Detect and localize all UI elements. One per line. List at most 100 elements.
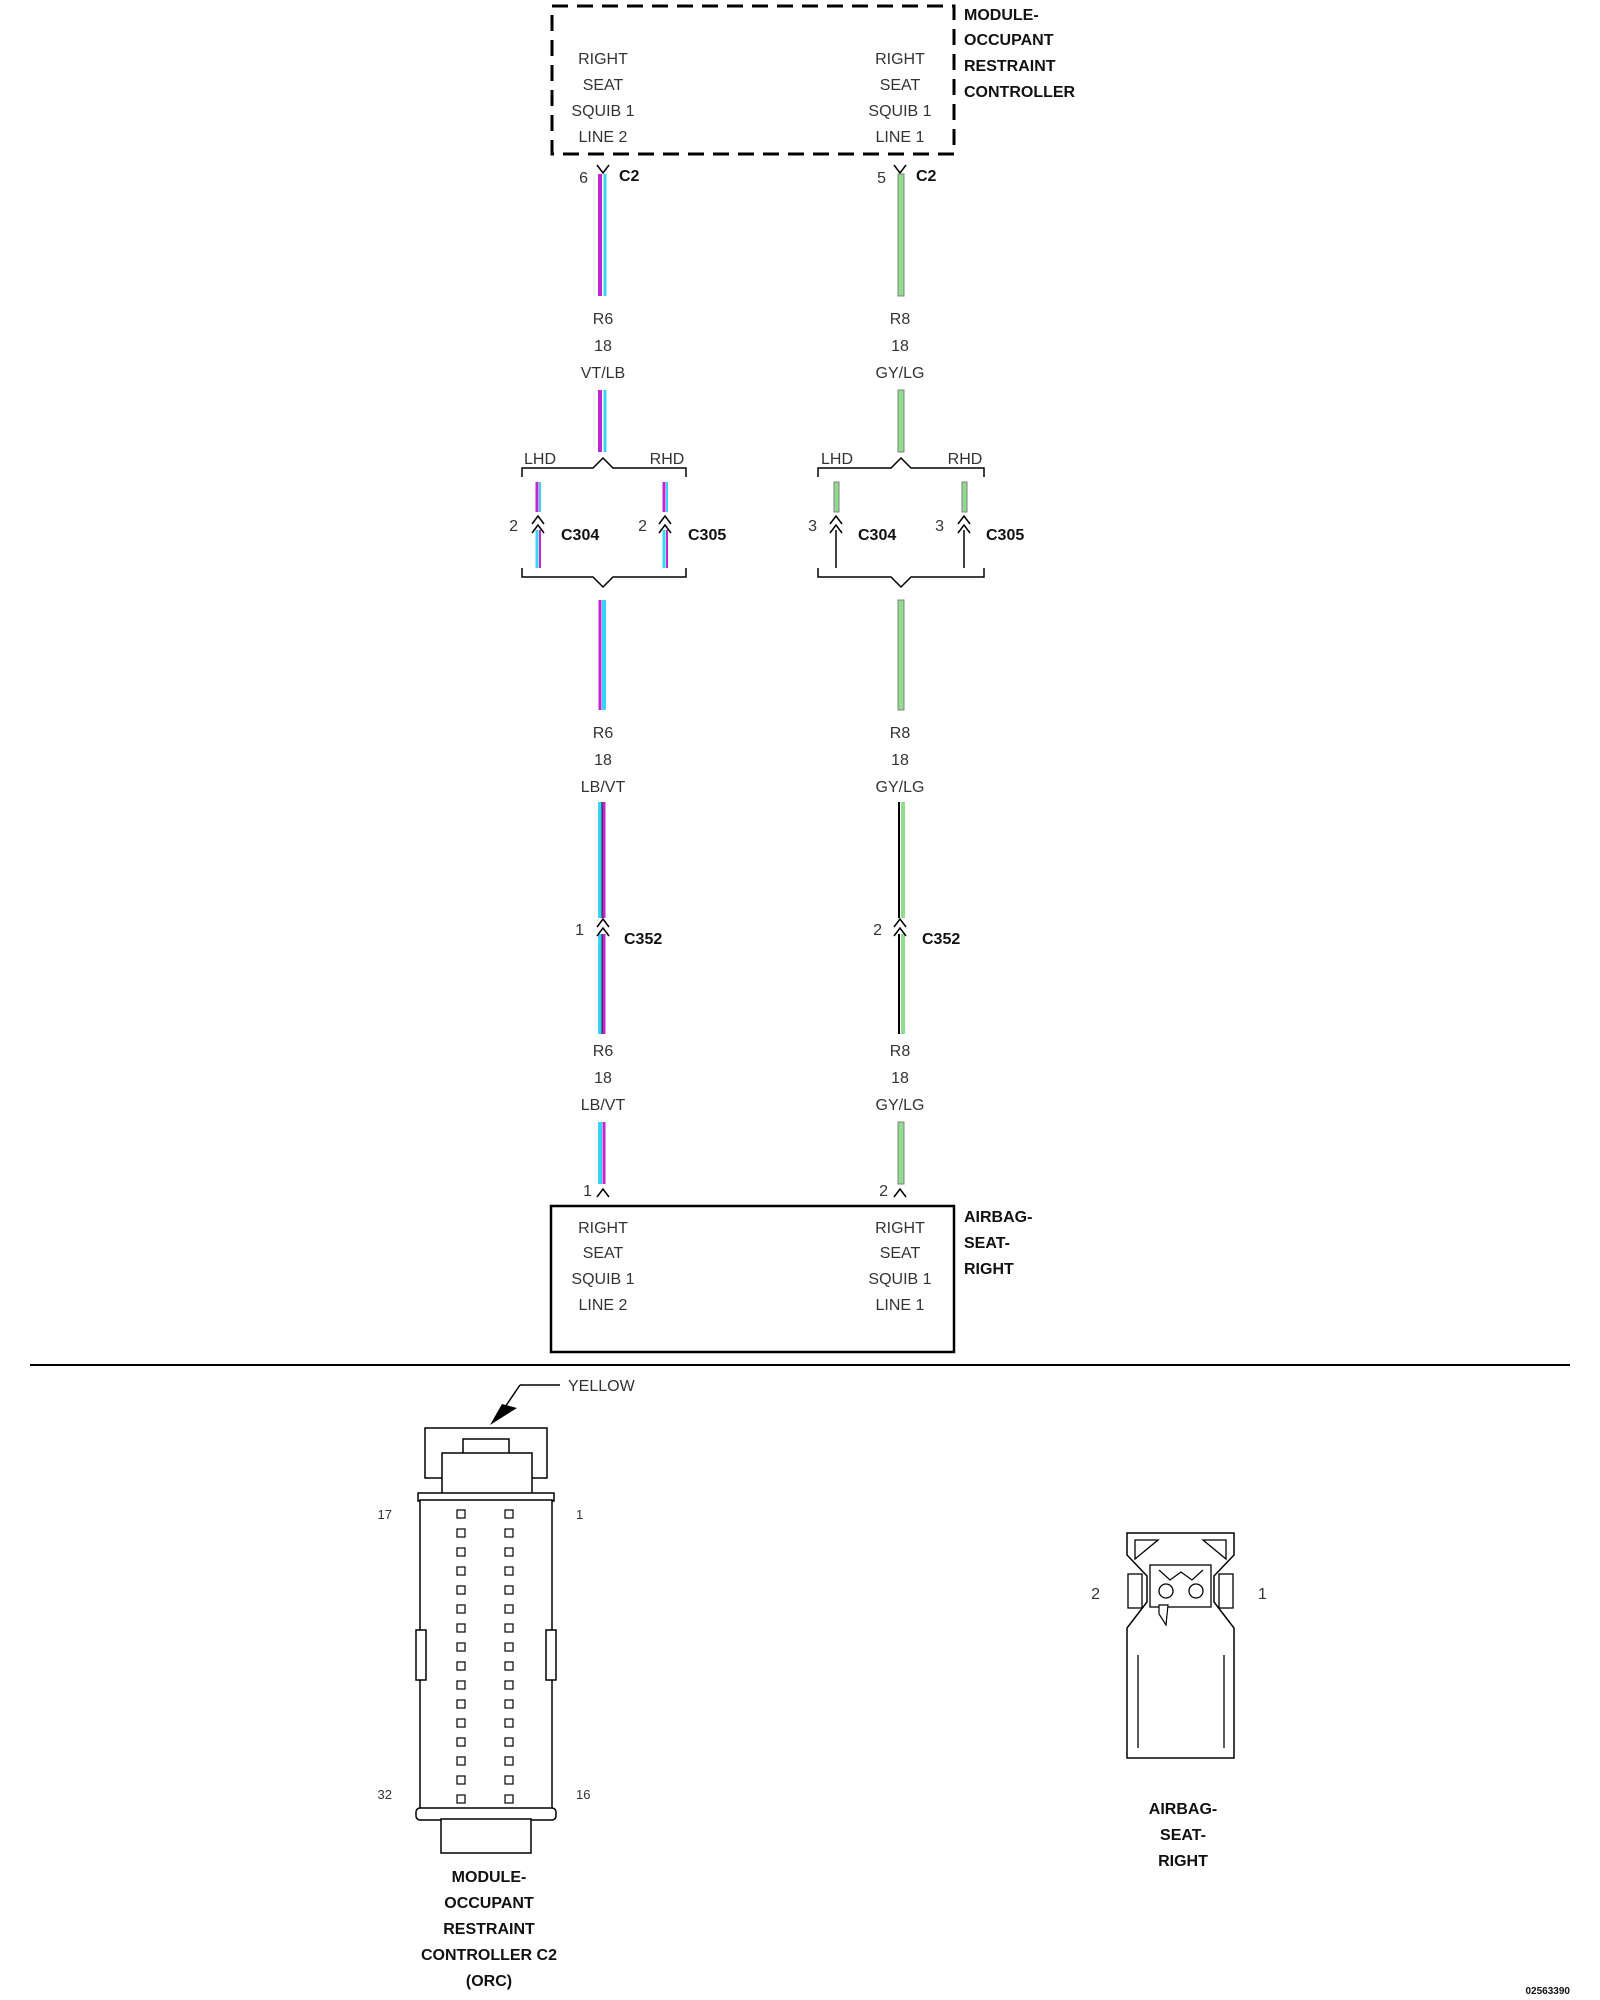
c304-right-pin-symbol [829, 515, 843, 525]
c2-right-pin-number: 5 [877, 170, 886, 187]
orc-pin-cavities [456, 1509, 514, 1804]
orc-pin-32-label: 32 [378, 1787, 392, 1802]
orc-title-2: OCCUPANT [964, 32, 1054, 49]
orc-pin-cavity [456, 1775, 466, 1785]
wire-label-right-upper-circuit: R8 [890, 311, 911, 328]
orc-pin-cavity [504, 1604, 514, 1614]
right-top-brace [817, 456, 985, 477]
c305-left-label: C305 [688, 527, 726, 544]
orc-caption-3: RESTRAINT [443, 1921, 535, 1938]
airbag-left-func-1: RIGHT [578, 1220, 628, 1237]
orc-left-func-2: SEAT [583, 77, 624, 94]
airbag-connector-pin-1-label: 1 [1258, 1586, 1267, 1603]
wire-label-right-lower-color: GY/LG [876, 1097, 925, 1114]
airbag-title-2: SEAT- [964, 1235, 1010, 1252]
orc-right-func-1: RIGHT [875, 51, 925, 68]
orc-caption-1: MODULE- [452, 1869, 527, 1886]
orc-pin-cavity [456, 1509, 466, 1519]
orc-module: RIGHT SEAT SQUIB 1 LINE 2 RIGHT SEAT SQU… [550, 4, 1076, 156]
orc-pin-cavity [504, 1756, 514, 1766]
orc-right-func-2: SEAT [880, 77, 921, 94]
orc-right-func-4: LINE 1 [876, 129, 925, 146]
wire-label-left-lower-circuit: R6 [593, 1043, 614, 1060]
c305-left-pin-number: 2 [638, 518, 647, 535]
wire-r6-end [598, 1122, 606, 1184]
orc-title-1: MODULE- [964, 7, 1039, 24]
yellow-arrow-head [490, 1404, 517, 1425]
orc-pin-cavity [456, 1737, 466, 1747]
orc-left-func-1: RIGHT [578, 51, 628, 68]
wire-r6-upper-top [598, 174, 607, 296]
orc-pin-1-label: 1 [576, 1507, 583, 1522]
airbag-right-func-4: LINE 1 [876, 1297, 925, 1314]
orc-left-func-4: LINE 2 [579, 129, 628, 146]
orc-pin-16-label: 16 [576, 1787, 590, 1802]
orc-pin-cavity [504, 1623, 514, 1633]
wire-label-right-lower-gauge: 18 [891, 1070, 909, 1087]
orc-pin-cavity [456, 1718, 466, 1728]
wire-r8-lower [898, 934, 905, 1034]
right-bottom-brace [817, 568, 985, 589]
c305-right-pin-number: 3 [935, 518, 944, 535]
orc-pin-cavity [456, 1794, 466, 1804]
left-bottom-brace [521, 568, 687, 589]
c2-left-pin-symbol [596, 164, 610, 174]
right-rhd-label: RHD [948, 451, 983, 468]
wire-label-left-mid-gauge: 18 [594, 752, 612, 769]
airbag-right-func-2: SEAT [880, 1245, 921, 1262]
orc-pin-cavity [456, 1604, 466, 1614]
orc-connector-body [419, 1499, 553, 1811]
c2-right-pin-symbol [893, 164, 907, 174]
wire-r8-upper-bottom [897, 389, 905, 453]
airbag-pins: 1 2 [583, 1183, 907, 1200]
orc-caption-5: (ORC) [466, 1973, 512, 1990]
orc-pin-cavity [456, 1528, 466, 1538]
orc-left-func-3: SQUIB 1 [571, 103, 634, 120]
c305-right-pin-symbol [957, 515, 971, 525]
orc-pin-cavity [456, 1699, 466, 1709]
wire-labels: R6 18 VT/LB R8 18 GY/LG R6 18 LB/VT R8 1… [581, 311, 925, 1114]
c2-left-connector-label: C2 [619, 168, 640, 185]
c304-left-label: C304 [561, 527, 599, 544]
orc-pin-cavity [504, 1566, 514, 1576]
orc-pin-cavity [456, 1585, 466, 1595]
c352-right-pin-symbol [893, 918, 907, 928]
orc-caption-4: CONTROLLER C2 [421, 1947, 557, 1964]
wire-r8-upper-top [897, 173, 905, 297]
right-lhd-rhd-split: LHD RHD 3 C304 3 C305 [808, 451, 1024, 589]
wire-r6-mid-bottom [598, 802, 606, 918]
airbag-left-pin-number: 1 [583, 1183, 592, 1200]
airbag-right-pin-symbol [893, 1188, 907, 1198]
wire-label-left-upper-circuit: R6 [593, 311, 614, 328]
left-lhd-label: LHD [524, 451, 556, 468]
orc-pin-cavity [504, 1680, 514, 1690]
orc-pin-cavity [504, 1775, 514, 1785]
wire-r6-lower [598, 934, 606, 1034]
orc-pin-cavity [456, 1566, 466, 1576]
wire-label-right-upper-gauge: 18 [891, 338, 909, 355]
wire-label-right-mid-circuit: R8 [890, 725, 911, 742]
orc-pin-cavity [456, 1642, 466, 1652]
left-lhd-rhd-split: LHD RHD 2 C304 2 C305 [509, 451, 726, 589]
left-top-brace [521, 456, 687, 477]
airbag-left-func-2: SEAT [583, 1245, 624, 1262]
wire-r8-mid-top [897, 599, 905, 711]
orc-pin-cavity [456, 1680, 466, 1690]
left-rhd-label: RHD [650, 451, 685, 468]
orc-pin-cavity [504, 1794, 514, 1804]
wire-r8-end [897, 1121, 905, 1185]
c352-left-pin-symbol [596, 918, 610, 928]
airbag-title-3: RIGHT [964, 1261, 1014, 1278]
orc-pin-cavity [504, 1528, 514, 1538]
c304-right-pin-number: 3 [808, 518, 817, 535]
c352-connector: 1 C352 2 C352 [575, 918, 960, 948]
airbag-connector-view: 2 1 AIRBAG- SEAT- RIGHT [1091, 1532, 1267, 1870]
airbag-title-1: AIRBAG- [964, 1209, 1032, 1226]
airbag-left-func-3: SQUIB 1 [571, 1271, 634, 1288]
left-circuit-r6 [598, 174, 607, 1184]
orc-right-func-3: SQUIB 1 [868, 103, 931, 120]
wire-r6-upper-bottom [598, 390, 607, 452]
wire-r6-mid-top [598, 600, 606, 710]
orc-pin-cavity [504, 1509, 514, 1519]
orc-pin-cavity [504, 1737, 514, 1747]
